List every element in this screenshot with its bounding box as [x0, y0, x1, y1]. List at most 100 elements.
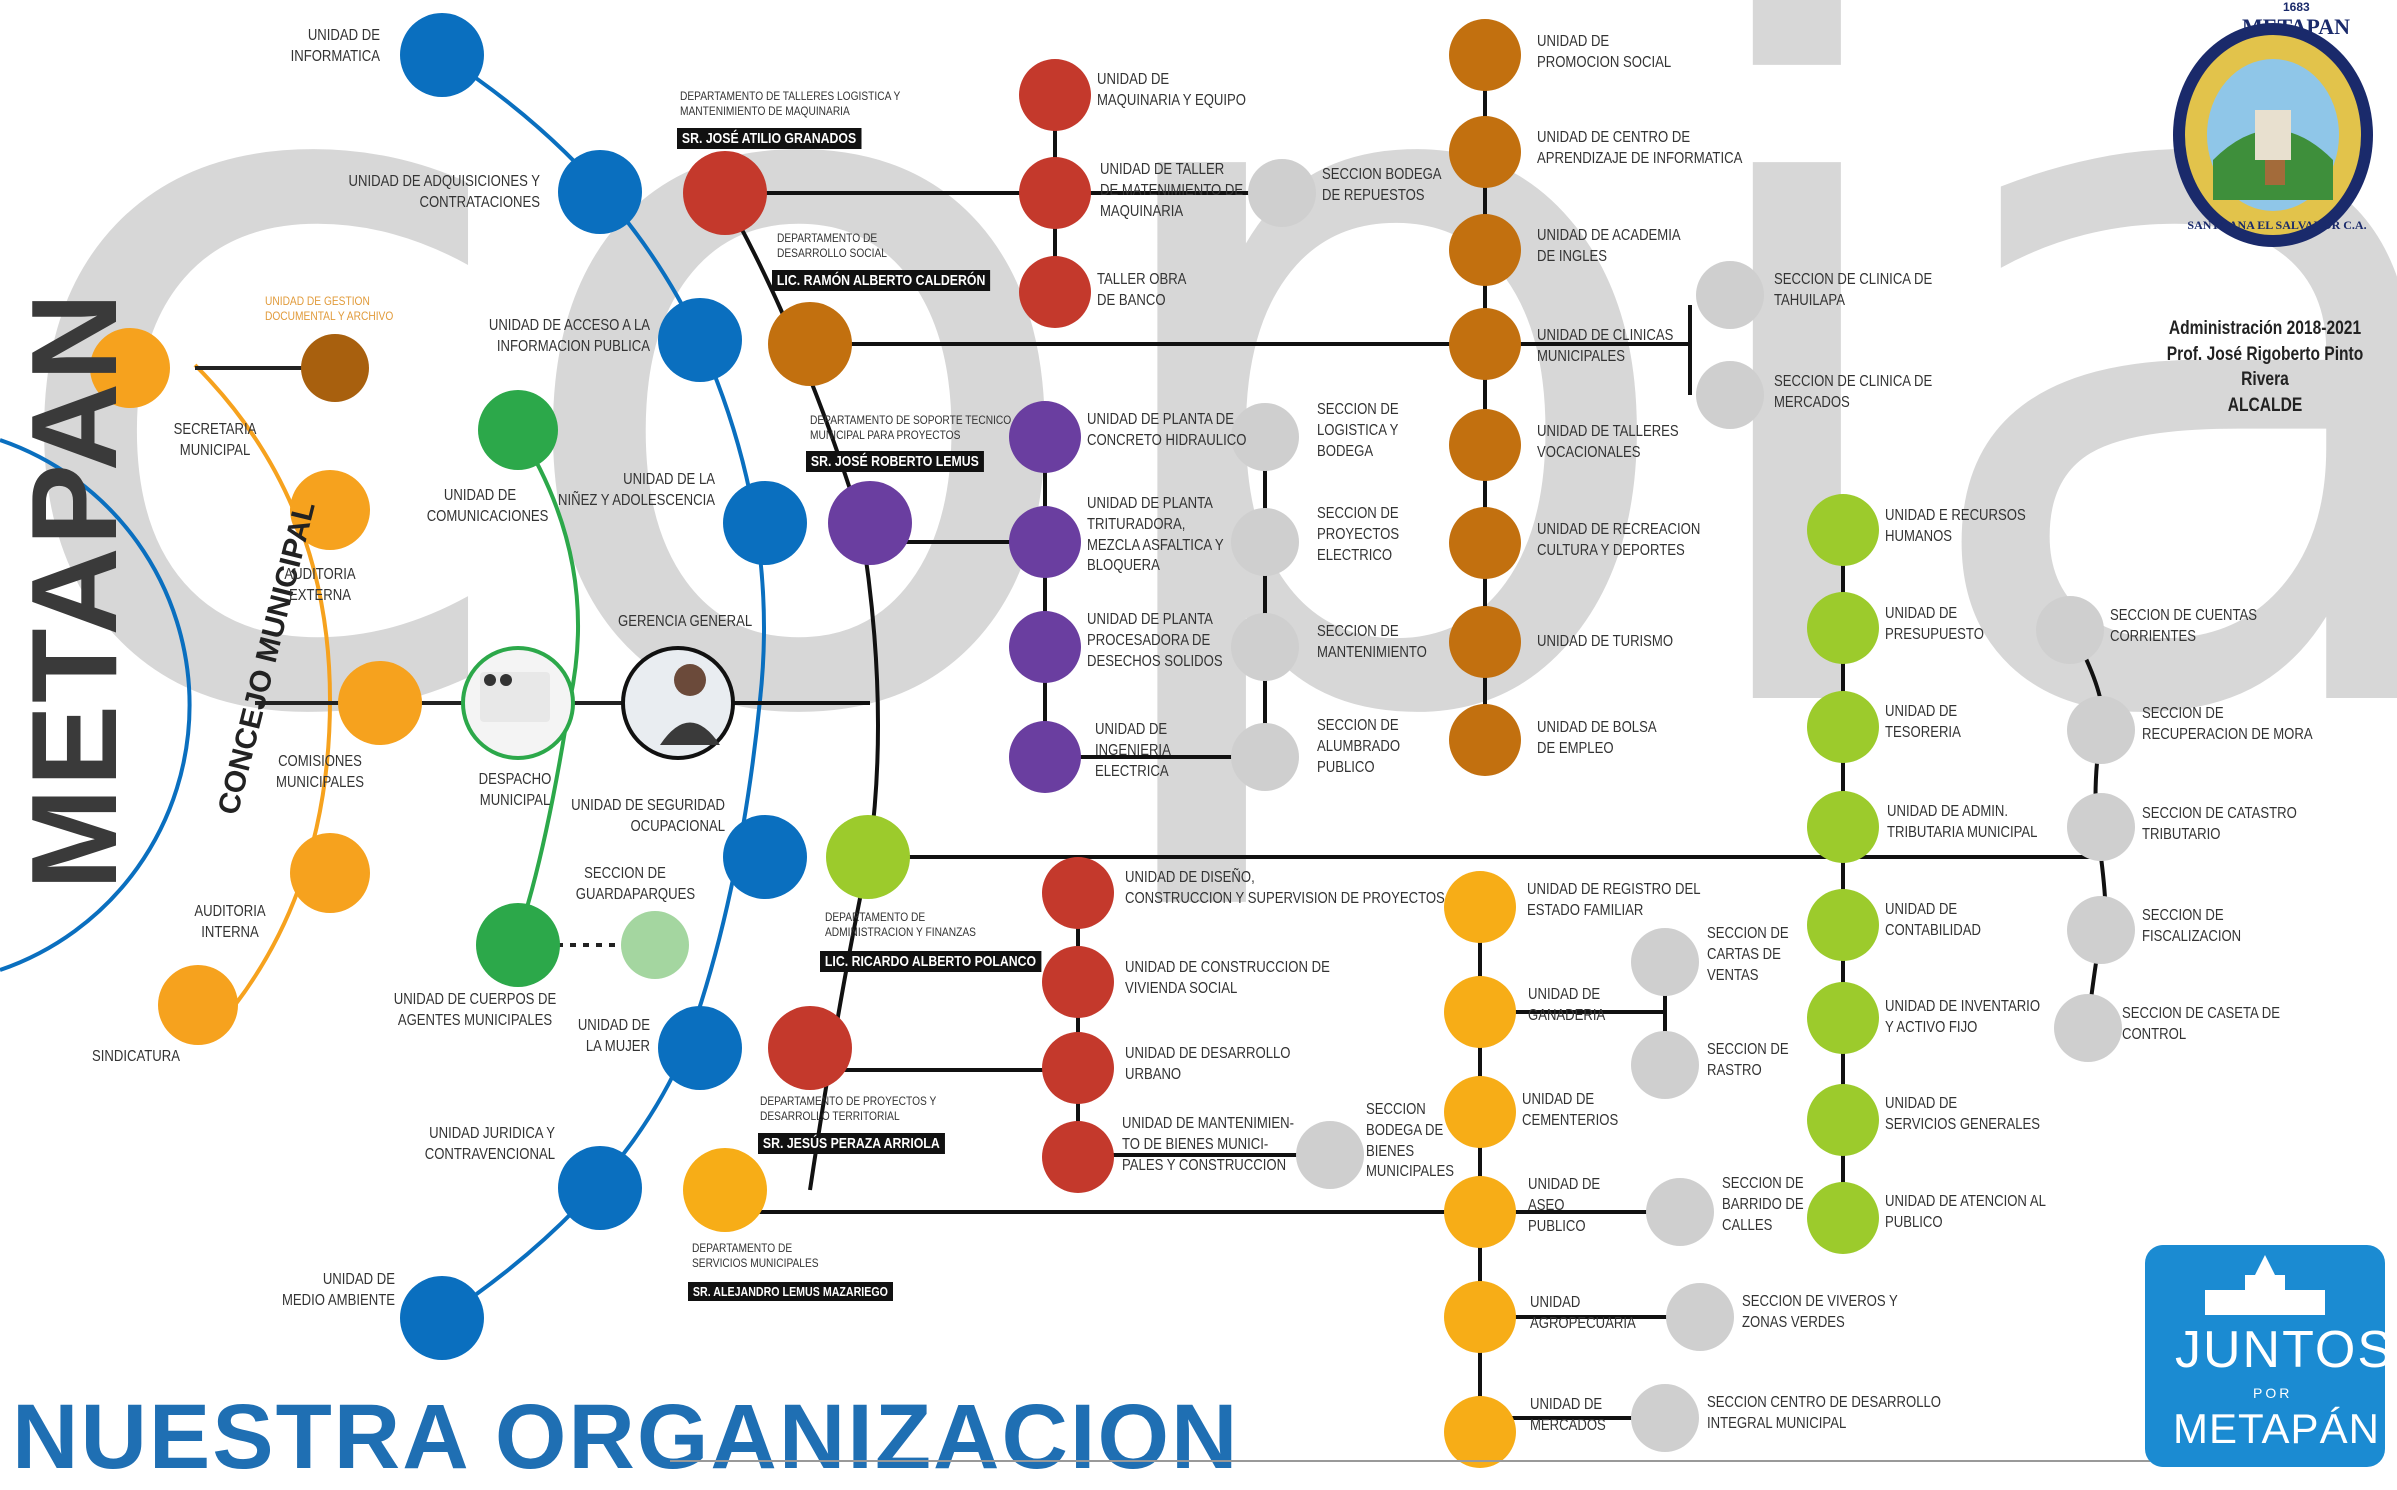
trib-2-node — [2067, 696, 2135, 764]
social-7-node — [1449, 606, 1521, 678]
soporte-dept-node — [828, 481, 912, 565]
social-1-node — [1449, 19, 1521, 91]
clinic-2-node — [1696, 361, 1764, 429]
soporte-section-4-label: SECCION DE ALUMBRADO PUBLICO — [1317, 717, 1401, 776]
clinic-section-1-label: SECCION DE CLINICA DE TAHUILAPA — [1774, 271, 1933, 309]
gerencia-person-head — [674, 664, 706, 696]
servicios-section-2-label: SECCION DE RASTRO — [1707, 1041, 1789, 1079]
social-5-node — [1449, 409, 1521, 481]
servicios-3-node — [1444, 1076, 1516, 1148]
admin-unit-8-label: UNIDAD DE ATENCION AL PUBLICO — [1885, 1193, 2046, 1231]
soporte-unit-1-label: UNIDAD DE PLANTA DE CONCRETO HIDRAULICO — [1087, 411, 1247, 449]
proyectos-head: SR. JESÚS PERAZA ARRIOLA — [758, 1133, 945, 1154]
servicios-1-node — [1444, 871, 1516, 943]
despacho-label: DESPACHO MUNICIPAL — [478, 771, 552, 809]
taller-banco-label: TALLER OBRA DE BANCO — [1097, 271, 1187, 309]
servicios-unit-6-label: UNIDAD DE MERCADOS — [1530, 1396, 1606, 1434]
serv-sec-3-node — [1646, 1178, 1714, 1246]
admin-unit-2-label: UNIDAD DE PRESUPUESTO — [1885, 605, 1984, 643]
proyectos-unit-4-label: UNIDAD DE MANTENIMIEN- TO DE BIENES MUNI… — [1122, 1115, 1295, 1174]
gerencia-label: GERENCIA GENERAL — [618, 613, 753, 630]
tributaria-section-4-label: SECCION DE FISCALIZACION — [2142, 907, 2242, 945]
proyectos-3-node — [1042, 1032, 1114, 1104]
clinic-section-2-label: SECCION DE CLINICA DE MERCADOS — [1774, 373, 1933, 411]
admin-unit-1-label: UNIDAD E RECURSOS HUMANOS — [1885, 507, 2026, 545]
trib-3-node — [2067, 793, 2135, 861]
talleres-dept-title: DEPARTAMENTO DE TALLERES LOGISTICA Y MAN… — [680, 89, 901, 118]
ninez-label: UNIDAD DE LA NIÑEZ Y ADOLESCENCIA — [557, 471, 715, 509]
seal-year: 1683 — [2283, 0, 2310, 14]
juridica-node — [558, 1146, 642, 1230]
talleres-dept-node — [683, 151, 767, 235]
admin-1-node — [1807, 494, 1879, 566]
social-unit-7-label: UNIDAD DE TURISMO — [1537, 633, 1674, 650]
metapan-seal — [2173, 23, 2373, 247]
proyectos-2-node — [1042, 946, 1114, 1018]
despacho-glasses-icon — [484, 674, 496, 686]
comisiones-node — [338, 661, 422, 745]
adquisiciones-node — [558, 150, 642, 234]
sindicatura-node — [158, 965, 238, 1045]
soporte-unit-3-label: UNIDAD DE PLANTA PROCESADORA DE DESECHOS… — [1087, 611, 1223, 670]
tributaria-section-3-label: SECCION DE CATASTRO TRIBUTARIO — [2142, 805, 2297, 843]
despacho-desk-icon — [480, 672, 550, 722]
badge-line2: POR — [2253, 1385, 2293, 1401]
social-3-node — [1449, 214, 1521, 286]
serv-sec-5-node — [1631, 1384, 1699, 1452]
proyectos-dept-title: DEPARTAMENTO DE PROYECTOS Y DESARROLLO T… — [760, 1094, 937, 1123]
servicios-unit-1-label: UNIDAD DE REGISTRO DEL ESTADO FAMILIAR — [1527, 881, 1701, 919]
proyectos-4-node — [1042, 1121, 1114, 1193]
node-circles — [90, 13, 2135, 1468]
admin-unit-4-label: UNIDAD DE ADMIN. TRIBUTARIA MUNICIPAL — [1887, 803, 2038, 841]
soporte-4-node — [1009, 721, 1081, 793]
admin-unit-3-label: UNIDAD DE TESORERIA — [1885, 703, 1961, 741]
clinic-1-node — [1696, 261, 1764, 329]
badge-line3: METAPÁN — [2173, 1405, 2380, 1452]
page-title: NUESTRA ORGANIZACION — [12, 1386, 1240, 1488]
seal-top-text: METAPAN — [2242, 14, 2350, 39]
admin-2-node — [1807, 592, 1879, 664]
servicios-5-node — [1444, 1281, 1516, 1353]
title-underline — [670, 1460, 2150, 1462]
proyectos-unit-1-label: UNIDAD DE DISEÑO, CONSTRUCCION Y SUPERVI… — [1125, 869, 1445, 907]
soporte-1-node — [1009, 401, 1081, 473]
gestion-documental-label: UNIDAD DE GESTION DOCUMENTAL Y ARCHIVO — [265, 294, 394, 323]
council-arc — [0, 438, 192, 972]
juridica-label: UNIDAD JURIDICA Y CONTRAVENCIONAL — [424, 1125, 555, 1163]
admin-5-node — [1807, 889, 1879, 961]
social-8-node — [1449, 704, 1521, 776]
soporte-2-node — [1009, 506, 1081, 578]
soporte-section-2-label: SECCION DE PROYECTOS ELECTRICO — [1317, 505, 1400, 564]
servicios-2-node — [1444, 976, 1516, 1048]
cathedral-icon — [2205, 1255, 2325, 1315]
admin-dept-node — [826, 815, 910, 899]
soporte-sec-1-node — [1231, 403, 1299, 471]
social-unit-8-label: UNIDAD DE BOLSA DE EMPLEO — [1537, 719, 1657, 757]
soporte-3-node — [1009, 611, 1081, 683]
social-6-node — [1449, 507, 1521, 579]
auditoria-externa-label: AUDITORIA EXTERNA — [284, 566, 356, 604]
admin-unit-5-label: UNIDAD DE CONTABILIDAD — [1885, 901, 1981, 939]
maquinaria-node — [1019, 59, 1091, 131]
guardaparques-node — [621, 911, 689, 979]
despacho-glasses-icon-2 — [500, 674, 512, 686]
serv-sec-4-node — [1666, 1283, 1734, 1351]
talleres-head: SR. JOSÉ ATILIO GRANADOS — [677, 128, 862, 149]
social-unit-1-label: UNIDAD DE PROMOCION SOCIAL — [1537, 33, 1672, 71]
mujer-label: UNIDAD DE LA MUJER — [577, 1017, 650, 1055]
social-unit-2-label: UNIDAD DE CENTRO DE APRENDIZAJE DE INFOR… — [1537, 129, 1743, 167]
gestion-node — [301, 334, 369, 402]
trib-1-node — [2036, 596, 2104, 664]
soporte-sec-3-node — [1231, 613, 1299, 681]
serv-sec-1-node — [1631, 928, 1699, 996]
adquisiciones-label: UNIDAD DE ADQUISICIONES Y CONTRATACIONES — [348, 173, 540, 211]
soporte-head: SR. JOSÉ ROBERTO LEMUS — [806, 451, 984, 472]
proyectos-unit-2-label: UNIDAD DE CONSTRUCCION DE VIVIENDA SOCIA… — [1125, 959, 1330, 997]
proyectos-dept-node — [768, 1006, 852, 1090]
auditoria-interna-node — [290, 833, 370, 913]
trib-4-node — [2067, 896, 2135, 964]
servicios-6-node — [1444, 1396, 1516, 1468]
admin-7-node — [1807, 1084, 1879, 1156]
admin-6-node — [1807, 982, 1879, 1054]
informatica-node — [400, 13, 484, 97]
